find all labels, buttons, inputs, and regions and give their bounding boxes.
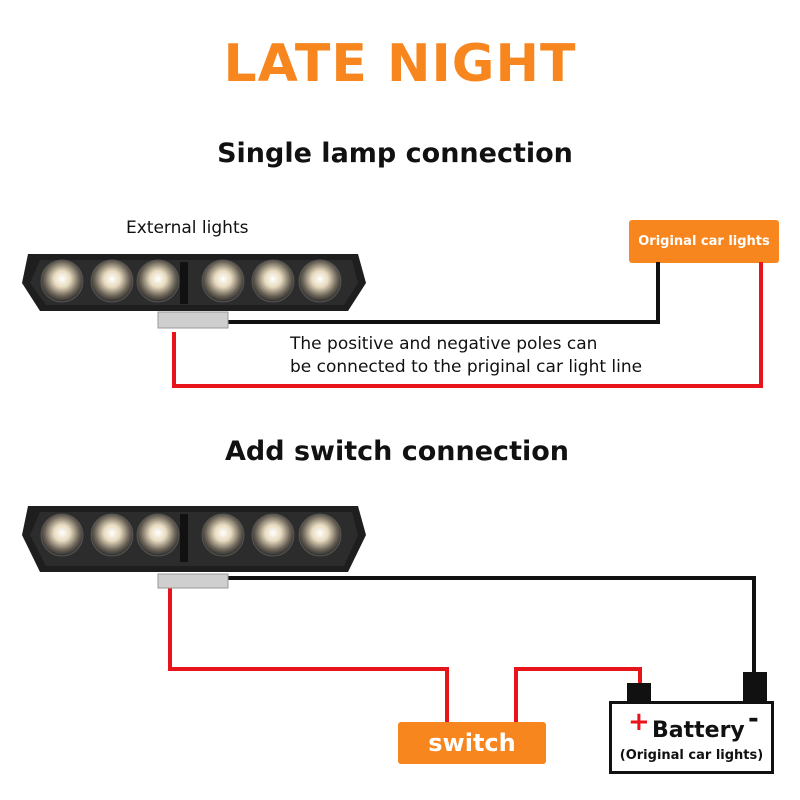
battery: + - Battery (Original car lights)	[609, 701, 774, 774]
switch-connection-heading: Add switch connection	[225, 436, 569, 467]
battery-label: Battery	[652, 718, 745, 743]
battery-negative-terminal	[743, 672, 767, 702]
single-lamp-heading: Single lamp connection	[217, 138, 573, 169]
original-car-lights-box: Original car lights	[629, 220, 779, 263]
external-lights-label: External lights	[126, 218, 249, 238]
battery-sub-label: (Original car lights)	[619, 748, 764, 763]
note-line-2: be connected to the priginal car light l…	[290, 357, 643, 377]
minus-sign: -	[748, 704, 759, 734]
switch-box: switch	[398, 722, 546, 764]
external-light-bar-1	[22, 254, 366, 329]
negative-wire-2	[228, 576, 756, 672]
negative-wire	[180, 262, 660, 324]
positive-wire-to-switch	[168, 588, 449, 722]
plus-sign: +	[628, 707, 650, 737]
switch-to-battery-wire	[514, 667, 642, 722]
page-title: LATE NIGHT	[223, 34, 577, 94]
external-light-bar-2	[22, 506, 366, 589]
battery-positive-terminal	[627, 683, 651, 702]
positive-wire	[172, 262, 763, 388]
note-line-1: The positive and negative poles can	[290, 334, 598, 354]
